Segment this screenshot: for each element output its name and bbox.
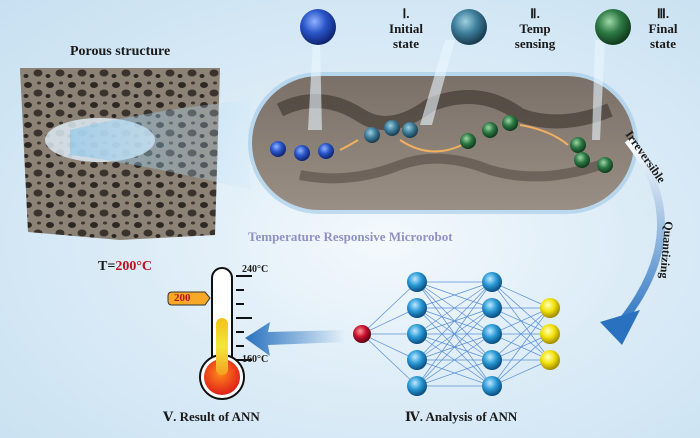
microrobot-ball-icon <box>402 122 418 138</box>
state-final: Ⅲ. Final state <box>638 6 688 51</box>
state-line2: state <box>393 36 419 51</box>
ann-hidden-node <box>407 298 427 318</box>
state-line2: sensing <box>514 36 556 51</box>
microrobot-ball-icon <box>270 141 286 157</box>
ann-nodes <box>353 272 560 396</box>
ann-edge <box>416 281 493 361</box>
state-numeral: Ⅲ. <box>656 6 670 21</box>
ann-edge <box>361 281 418 335</box>
microrobot-label: Temperature Responsive Microrobot <box>248 229 453 244</box>
ann-output-node <box>540 298 560 318</box>
microrobot-ball-icon <box>570 137 586 153</box>
microrobot-ball-icon <box>318 143 334 159</box>
ann-edge <box>361 307 418 335</box>
ann-edge <box>361 333 418 387</box>
ann-connections <box>361 281 551 387</box>
ann-output-node <box>540 324 560 344</box>
capsule-view <box>248 40 638 214</box>
porous-title: Porous structure <box>70 44 171 59</box>
thermometer-max-label: 240°C <box>242 264 269 275</box>
ann-hidden-node <box>482 272 502 292</box>
thermometer-icon <box>199 267 252 400</box>
thermometer-reading: 200 <box>174 292 191 304</box>
ann-edge <box>416 281 493 387</box>
porous-cube <box>20 68 250 240</box>
final-state-ball-icon <box>595 9 631 45</box>
state-numeral: Ⅱ. <box>530 6 540 21</box>
state-numeral: Ⅰ. <box>402 6 410 21</box>
microrobot-ball-icon <box>294 145 310 161</box>
ann-edge <box>361 333 418 361</box>
thermometer-min-label: 160°C <box>242 354 269 365</box>
ann-edge <box>491 333 551 387</box>
state-line1: Final <box>648 21 678 36</box>
ann-edge <box>491 307 551 361</box>
microrobot-ball-icon <box>384 120 400 136</box>
state-temp-sensing: Ⅱ. Temp sensing <box>504 6 566 51</box>
ann-label: Ⅳ. Analysis of ANN <box>405 409 518 424</box>
microrobot-ball-icon <box>574 152 590 168</box>
ann-edge <box>416 359 493 387</box>
microrobot-ball-icon <box>460 133 476 149</box>
ann-edge <box>491 359 551 387</box>
state-initial: Ⅰ. Initial state <box>376 6 436 51</box>
ann-output-node <box>540 350 560 370</box>
ann-hidden-node <box>407 272 427 292</box>
microrobot-ball-icon <box>482 122 498 138</box>
temp-prefix: T= <box>98 259 116 274</box>
ann-edge <box>491 307 551 387</box>
microrobot-ball-icon <box>597 157 613 173</box>
microrobot-ball-icon <box>502 115 518 131</box>
ann-edge <box>416 333 493 387</box>
state-line1: Initial <box>389 21 423 36</box>
microrobot-balls <box>270 115 613 173</box>
reading-callout <box>167 291 211 306</box>
process-curve <box>611 137 665 333</box>
ann-edge <box>416 281 493 335</box>
curve-arrowhead-icon <box>600 310 640 345</box>
initial-state-ball-icon <box>300 9 336 45</box>
state-line2: state <box>650 36 676 51</box>
ann-edge <box>416 307 493 387</box>
ann-input-node <box>353 325 371 343</box>
ann-hidden-node <box>482 350 502 370</box>
ann-edge <box>416 281 493 309</box>
ann-edge <box>491 307 551 335</box>
thermometer-label: Ⅴ. Result of ANN <box>163 409 260 424</box>
porous-temperature: T=200°C <box>98 259 152 275</box>
result-arrow-icon <box>245 322 345 356</box>
ann-hidden-node <box>407 350 427 370</box>
ann-hidden-node <box>407 376 427 396</box>
ann-edge <box>491 281 551 309</box>
temp-sensing-ball-icon <box>451 9 487 45</box>
temp-value: 200°C <box>115 259 153 274</box>
ann-hidden-node <box>407 324 427 344</box>
ann-hidden-node <box>482 376 502 396</box>
microrobot-ball-icon <box>364 127 380 143</box>
state-line1: Temp <box>519 21 551 36</box>
ann-hidden-node <box>482 324 502 344</box>
ann-hidden-node <box>482 298 502 318</box>
